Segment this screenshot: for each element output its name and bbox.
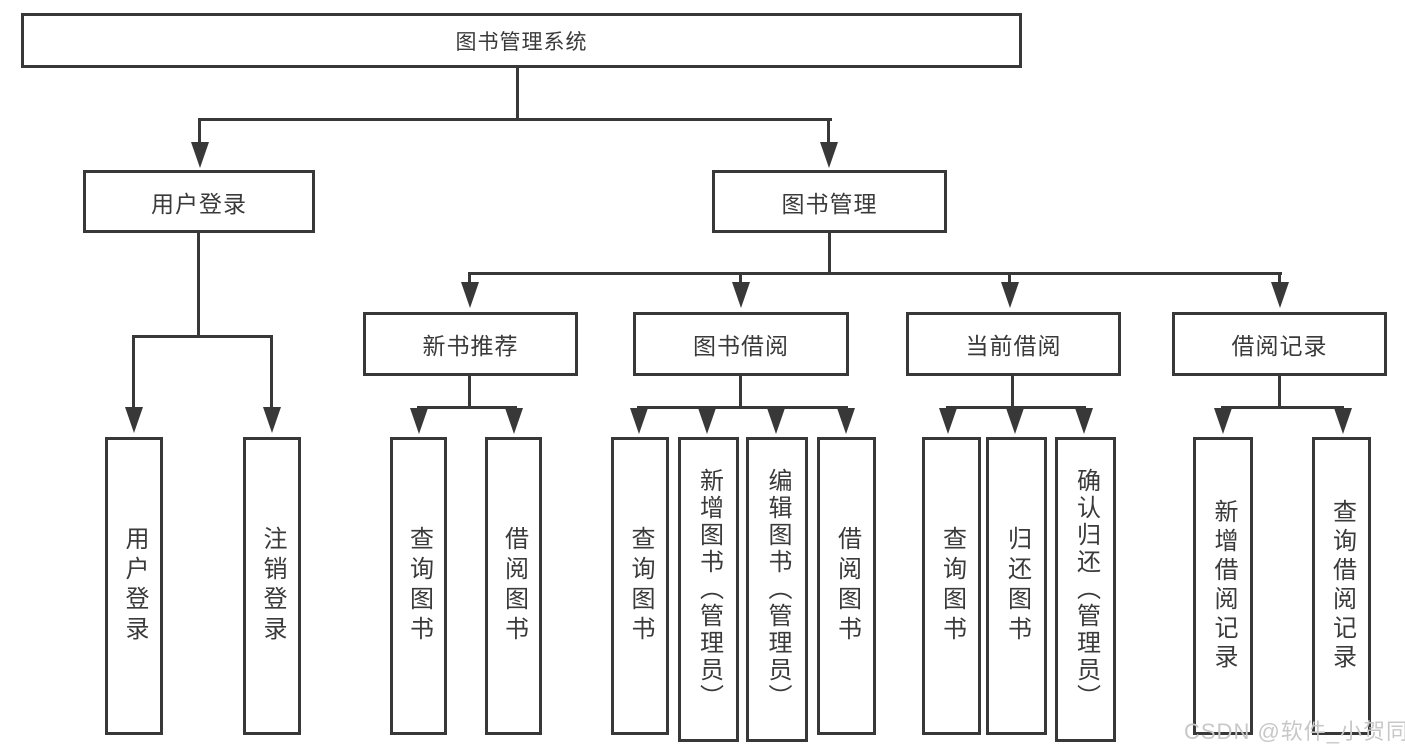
- leaf-newbooks-borrow: 借阅图书: [485, 437, 542, 735]
- leaf-user-login-label: 用户登录: [121, 526, 148, 646]
- connector-level3-shaft: [1008, 272, 1011, 288]
- leaf-user-login: 用户登录: [105, 437, 163, 735]
- leaf-currentborrow-return: 归还图书: [986, 437, 1047, 735]
- leaf-newbooks-query: 查询图书: [390, 437, 447, 735]
- leaf-bookborrow-edit: 编辑图书（管理员）: [746, 437, 808, 742]
- connector-leaf-shaft: [270, 335, 273, 413]
- leaf-bookborrow-borrow-label: 借阅图书: [833, 526, 861, 646]
- arrow-down-icon: [1334, 408, 1352, 434]
- connector-userlogin-rail: [132, 335, 273, 338]
- connector-level3-shaft: [739, 272, 742, 288]
- node-book-mgmt: 图书管理: [712, 170, 947, 233]
- leaf-newbooks-borrow-label: 借阅图书: [500, 526, 528, 646]
- arrow-down-icon: [1001, 282, 1019, 308]
- leaf-currentborrow-confirm-label: 确认归还（管理员）: [1072, 468, 1100, 711]
- arrow-down-icon: [732, 282, 750, 308]
- arrow-down-icon: [505, 408, 523, 434]
- leaf-logout-label: 注销登录: [259, 526, 286, 646]
- connector-leaf-shaft: [132, 335, 135, 413]
- leaf-records-add: 新增借阅记录: [1193, 437, 1253, 735]
- leaf-logout: 注销登录: [243, 437, 301, 735]
- connector-borrowrecords-stub: [1278, 376, 1281, 408]
- connector-bookborrow-stub: [739, 376, 742, 408]
- connector-bookmgmt-stub: [828, 233, 831, 275]
- node-book-borrow-label: 图书借阅: [693, 333, 789, 359]
- arrow-down-icon: [1075, 408, 1093, 434]
- node-new-books-label: 新书推荐: [422, 333, 519, 359]
- connector-newbooks-rail: [417, 406, 517, 409]
- arrow-down-icon: [837, 408, 855, 434]
- node-book-borrow: 图书借阅: [633, 312, 849, 376]
- connector-userlogin-shaft: [198, 118, 201, 148]
- arrow-down-icon: [939, 408, 957, 434]
- arrow-down-icon: [1006, 408, 1024, 434]
- connector-bookmgmt-rail: [468, 272, 1282, 275]
- node-current-borrow: 当前借阅: [906, 312, 1121, 376]
- arrow-down-icon: [820, 142, 838, 168]
- node-root: 图书管理系统: [21, 13, 1022, 68]
- node-current-borrow-label: 当前借阅: [965, 333, 1062, 359]
- leaf-bookborrow-add: 新增图书（管理员）: [678, 437, 739, 742]
- connector-level3-shaft: [1278, 272, 1281, 288]
- leaf-bookborrow-edit-label: 编辑图书（管理员）: [764, 468, 791, 711]
- leaf-currentborrow-query-label: 查询图书: [938, 526, 966, 646]
- leaf-currentborrow-confirm: 确认归还（管理员）: [1055, 437, 1116, 742]
- connector-level3-shaft: [468, 272, 471, 288]
- connector-newbooks-stub: [468, 376, 471, 408]
- connector-currentborrow-stub: [1011, 376, 1014, 408]
- leaf-records-query-label: 查询借阅记录: [1328, 499, 1356, 673]
- leaf-bookborrow-borrow: 借阅图书: [817, 437, 876, 735]
- connector-borrowrecords-rail: [1221, 406, 1344, 409]
- csdn-watermark: CSDN @软件_小贺同学: [1184, 719, 1405, 744]
- arrow-down-icon: [1271, 282, 1289, 308]
- connector-bookborrow-rail: [637, 406, 848, 409]
- connector-bookmgmt-shaft: [827, 118, 830, 148]
- arrow-down-icon: [767, 408, 785, 434]
- arrow-down-icon: [191, 142, 209, 168]
- connector-root-stub: [516, 68, 519, 120]
- leaf-currentborrow-query: 查询图书: [922, 437, 981, 735]
- arrow-down-icon: [630, 408, 648, 434]
- node-root-label: 图书管理系统: [455, 30, 588, 54]
- connector-root-rail: [198, 118, 832, 121]
- leaf-currentborrow-return-label: 归还图书: [1003, 526, 1031, 646]
- node-user-login-label: 用户登录: [151, 190, 247, 217]
- node-borrow-records-label: 借阅记录: [1231, 333, 1328, 359]
- arrow-down-icon: [125, 407, 143, 433]
- leaf-bookborrow-add-label: 新增图书（管理员）: [695, 468, 723, 711]
- leaf-records-query: 查询借阅记录: [1312, 437, 1371, 735]
- node-book-mgmt-label: 图书管理: [781, 190, 878, 217]
- arrow-down-icon: [461, 282, 479, 308]
- leaf-records-add-label: 新增借阅记录: [1210, 499, 1237, 673]
- leaf-bookborrow-query: 查询图书: [611, 437, 669, 735]
- node-user-login: 用户登录: [83, 170, 315, 233]
- connector-currentborrow-rail: [946, 406, 1086, 409]
- node-borrow-records: 借阅记录: [1172, 312, 1387, 376]
- node-new-books: 新书推荐: [363, 312, 578, 376]
- arrow-down-icon: [698, 408, 716, 434]
- leaf-newbooks-query-label: 查询图书: [405, 526, 433, 646]
- arrow-down-icon: [410, 408, 428, 434]
- arrow-down-icon: [1214, 408, 1232, 434]
- arrow-down-icon: [263, 407, 281, 433]
- connector-userlogin-stub: [197, 233, 200, 337]
- leaf-bookborrow-query-label: 查询图书: [627, 526, 654, 646]
